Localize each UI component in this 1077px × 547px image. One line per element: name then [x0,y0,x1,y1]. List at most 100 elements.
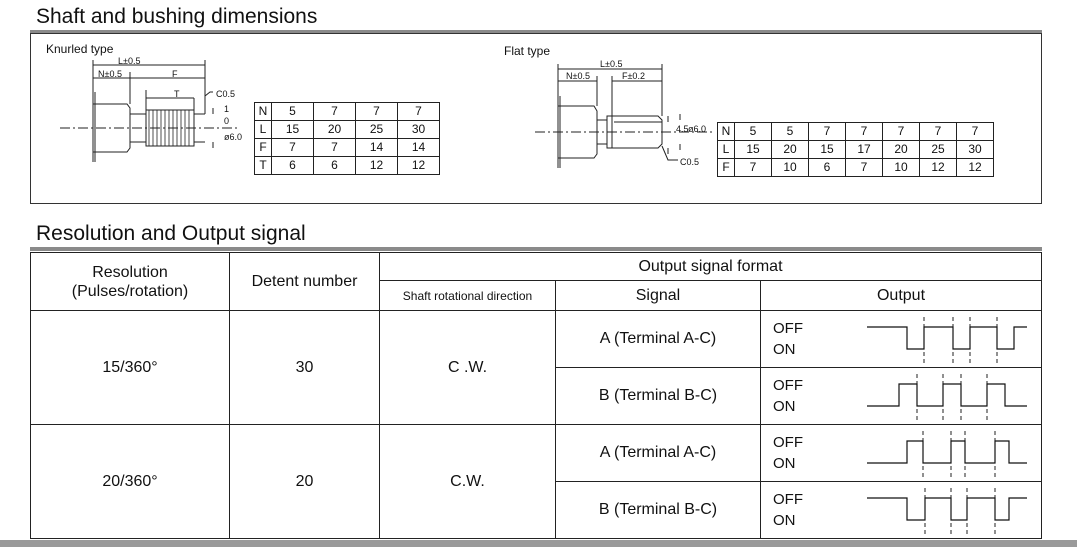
dimension-row-label: L [254,120,272,139]
knurled-shaft-drawing [60,60,240,162]
dimension-cell: 30 [956,140,994,159]
bottom-rule [0,540,1077,547]
section-title-resolution: Resolution and Output signal [36,222,306,245]
flat-shaft-drawing [535,64,715,168]
dimension-cell: 30 [397,120,440,139]
waveform-b15 [867,374,1027,420]
dimension-cell: 12 [355,156,398,175]
dimension-cell: 6 [271,156,314,175]
dimension-row-label: F [717,158,735,177]
signal-row: B (Terminal B-C) OFF ON [31,367,1042,425]
header-signal: Signal [555,280,761,311]
knurled-dim-one: 1 [224,104,230,114]
off-label: OFF [773,491,803,508]
on-label: ON [773,512,796,529]
knurled-dim-t: T [174,89,180,99]
knurled-dim-l: L±0.5 [118,56,141,66]
waveform-a15 [867,317,1027,363]
dimension-row-label: N [717,122,735,141]
resolution-cell: 20/360° [30,424,230,539]
header-direction: Shaft rotational direction [379,280,556,311]
dimension-cell: 10 [771,158,809,177]
on-label: ON [773,455,796,472]
dimension-cell: 7 [313,138,356,157]
knurled-dim-c: C0.5 [216,89,236,99]
header-output-format: Output signal format [379,252,1042,281]
dimension-row-label: F [254,138,272,157]
dimension-cell: 14 [355,138,398,157]
signal-name-cell: B (Terminal B-C) [555,367,761,425]
section-rule [30,247,1042,251]
dimension-cell: 7 [313,102,356,121]
dimension-cell: 5 [734,122,772,141]
dimension-cell: 7 [845,122,883,141]
section-title-shaft: Shaft and bushing dimensions [36,5,318,28]
signal-name-cell: A (Terminal A-C) [555,424,761,482]
dimension-cell: 12 [919,158,957,177]
flat-dim-f: F±0.2 [622,71,645,81]
dimension-row-label: N [254,102,272,121]
dimension-cell: 7 [271,138,314,157]
output-cell: OFF ON [760,481,1042,539]
dimension-cell: 25 [919,140,957,159]
flat-dim-w: 4.5 [676,124,689,134]
dimension-cell: 6 [313,156,356,175]
waveform-a20 [867,431,1027,477]
dimension-frame [30,33,1042,204]
knurled-dim-f: F [172,69,178,79]
knurled-dim-zero: 0 [224,116,230,126]
dimension-cell: 6 [808,158,846,177]
knurled-type-label: Knurled type [46,42,114,56]
knurled-dim-n: N±0.5 [98,69,122,79]
flat-dim-diameter: ø6.0 [688,124,707,134]
output-signal-table: Resolution (Pulses/rotation) Detent numb… [30,252,1042,539]
dimension-cell: 20 [882,140,920,159]
detent-cell: 20 [229,424,380,539]
dimension-cell: 20 [313,120,356,139]
dimension-cell: 7 [956,122,994,141]
dimension-cell: 5 [271,102,314,121]
knurled-dim-diameter: ø6.0 [224,132,243,142]
direction-cell: C .W. [379,310,556,425]
on-label: ON [773,398,796,415]
dimension-cell: 7 [882,122,920,141]
off-on-labels: OFF ON [761,489,803,531]
flat-dim-c: C0.5 [680,157,700,167]
flat-dim-n: N±0.5 [566,71,590,81]
header-output: Output [760,280,1042,311]
dimension-cell: 7 [808,122,846,141]
dimension-cell: 5 [771,122,809,141]
waveform-b20 [867,488,1027,534]
dimension-cell: 20 [771,140,809,159]
dimension-cell: 7 [355,102,398,121]
dimension-cell: 12 [397,156,440,175]
on-label: ON [773,341,796,358]
dimension-cell: 15 [271,120,314,139]
resolution-cell: 15/360° [30,310,230,425]
detent-cell: 30 [229,310,380,425]
dimension-cell: 7 [845,158,883,177]
dimension-cell: 10 [882,158,920,177]
signal-name-cell: A (Terminal A-C) [555,310,761,368]
dimension-cell: 7 [734,158,772,177]
direction-cell: C.W. [379,424,556,539]
dimension-cell: 25 [355,120,398,139]
off-on-labels: OFF ON [761,375,803,417]
dimension-cell: 7 [919,122,957,141]
off-label: OFF [773,377,803,394]
dimension-cell: 12 [956,158,994,177]
